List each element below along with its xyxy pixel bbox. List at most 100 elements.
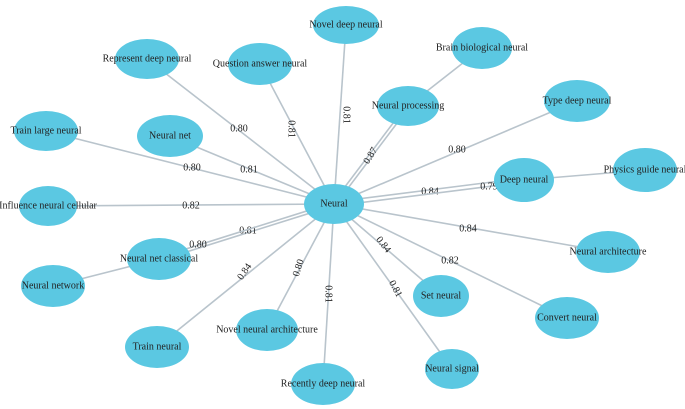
node-ellipse	[115, 39, 179, 79]
edge-neural-convert-neural: 0.82	[333, 203, 568, 319]
node-neural-processing[interactable]: Neural processing	[372, 86, 444, 126]
node-physics-guide[interactable]: Physics guide neural	[604, 148, 685, 192]
node-ellipse	[125, 326, 189, 368]
node-ellipse	[576, 231, 640, 273]
edge-weight-label: 0.82	[441, 255, 459, 266]
node-label: Neural signal	[425, 363, 479, 374]
edge-neural-novel-deep: 0.81	[333, 24, 352, 205]
node-ellipse	[14, 111, 78, 151]
node-label: Recently deep neural	[281, 378, 366, 389]
node-net-classical[interactable]: Neural net classical	[120, 238, 199, 280]
node-ellipse	[425, 349, 479, 389]
node-label: Physics guide neural	[604, 164, 685, 175]
node-represent-deep[interactable]: Represent deep neural	[103, 39, 192, 79]
node-ellipse	[535, 297, 599, 339]
edge-line	[333, 203, 453, 370]
node-ellipse	[544, 80, 610, 122]
node-train-large[interactable]: Train large neural	[10, 111, 82, 151]
node-label: Neural net classical	[120, 253, 199, 264]
edge-weight-label: 0.80	[230, 123, 248, 134]
edge-line	[334, 181, 525, 207]
node-brain-biological[interactable]: Brain biological neural	[436, 27, 528, 69]
edge-line	[47, 203, 335, 207]
node-novel-architecture[interactable]: Novel neural architecture	[216, 309, 318, 351]
node-label: Neural	[320, 198, 347, 209]
edge-line	[266, 203, 335, 331]
edge-neural-recently-deep: 0.81	[322, 203, 335, 385]
edge-line	[322, 203, 335, 385]
node-ellipse	[313, 6, 379, 44]
node-ellipse	[228, 43, 292, 85]
edge-line	[333, 203, 568, 319]
edge-weight-label: 0.84	[421, 186, 439, 197]
edge-neural-neural-architecture: 0.84	[333, 203, 609, 253]
node-novel-deep[interactable]: Novel deep neural	[309, 6, 383, 44]
node-label: Convert neural	[537, 312, 597, 323]
edge-neural-question-answer: 0.81	[259, 63, 335, 205]
node-question-answer[interactable]: Question answer neural	[213, 43, 308, 85]
node-recently-deep[interactable]: Recently deep neural	[281, 363, 366, 405]
edge-line	[333, 177, 524, 203]
node-label: Brain biological neural	[436, 42, 528, 53]
edge-neural-deep-neural: 0.84	[333, 177, 524, 203]
edge-weight-label: 0.82	[182, 200, 200, 211]
edge-neural-deep-neural: 0.79	[334, 181, 525, 207]
node-ellipse	[413, 275, 469, 317]
node-neural-architecture[interactable]: Neural architecture	[570, 231, 647, 273]
edge-weight-label: 0.81	[386, 279, 404, 300]
node-neural-net[interactable]: Neural net	[137, 115, 203, 157]
node-label: Set neural	[421, 290, 461, 301]
node-deep-neural[interactable]: Deep neural	[494, 158, 554, 202]
node-label: Neural architecture	[570, 246, 647, 257]
node-convert-neural[interactable]: Convert neural	[535, 297, 599, 339]
edge-weight-label: 0.81	[286, 120, 297, 138]
node-ellipse	[304, 184, 364, 224]
node-ellipse	[21, 265, 85, 307]
node-label: Neural network	[22, 280, 84, 291]
node-type-deep[interactable]: Type deep neural	[543, 80, 612, 122]
node-neural-network[interactable]: Neural network	[21, 265, 85, 307]
node-label: Train neural	[133, 341, 182, 352]
edge-weight-label: 0.80	[183, 162, 201, 173]
edge-weight-label: 0.84	[235, 262, 254, 283]
node-label: Novel deep neural	[309, 19, 383, 30]
node-label: Neural processing	[372, 100, 444, 111]
node-influence-cellular[interactable]: Influence neural cellular	[0, 186, 98, 226]
node-set-neural[interactable]: Set neural	[413, 275, 469, 317]
edge-weight-label: 0.81	[239, 225, 257, 236]
node-label: Type deep neural	[543, 95, 612, 106]
edge-line	[45, 130, 335, 205]
edge-weight-label: 0.81	[341, 106, 352, 124]
edge-weight-label: 0.79	[480, 181, 498, 192]
edge-neural-novel-architecture: 0.80	[266, 203, 335, 331]
edge-weight-label: 0.80	[448, 144, 466, 155]
node-train-neural[interactable]: Train neural	[125, 326, 189, 368]
edge-weight-label: 0.80	[291, 258, 307, 278]
node-ellipse	[494, 158, 554, 202]
node-label: Train large neural	[10, 125, 81, 136]
node-ellipse	[613, 148, 677, 192]
node-ellipse	[127, 238, 191, 280]
node-label: Question answer neural	[213, 58, 308, 69]
edge-line	[333, 24, 347, 205]
node-label: Novel neural architecture	[216, 324, 318, 335]
center-node-neural[interactable]: Neural	[304, 184, 364, 224]
node-label: Represent deep neural	[103, 53, 192, 64]
node-ellipse	[291, 363, 355, 405]
edge-neural-train-large: 0.80	[45, 130, 335, 205]
edge-line	[158, 201, 334, 259]
node-neural-signal[interactable]: Neural signal	[425, 349, 479, 389]
edge-neural-influence-cellular: 0.82	[47, 200, 335, 211]
edge-neural-net-classical: 0.80	[158, 201, 334, 259]
edge-line	[156, 203, 335, 348]
node-label: Influence neural cellular	[0, 200, 98, 211]
edge-neural-represent-deep: 0.80	[146, 58, 335, 205]
edge-neural-type-deep: 0.80	[333, 100, 578, 205]
node-ellipse	[137, 115, 203, 157]
node-label: Deep neural	[500, 174, 549, 185]
edge-line	[146, 58, 335, 205]
edge-weight-label: 0.84	[459, 223, 477, 234]
edge-line	[259, 63, 335, 205]
